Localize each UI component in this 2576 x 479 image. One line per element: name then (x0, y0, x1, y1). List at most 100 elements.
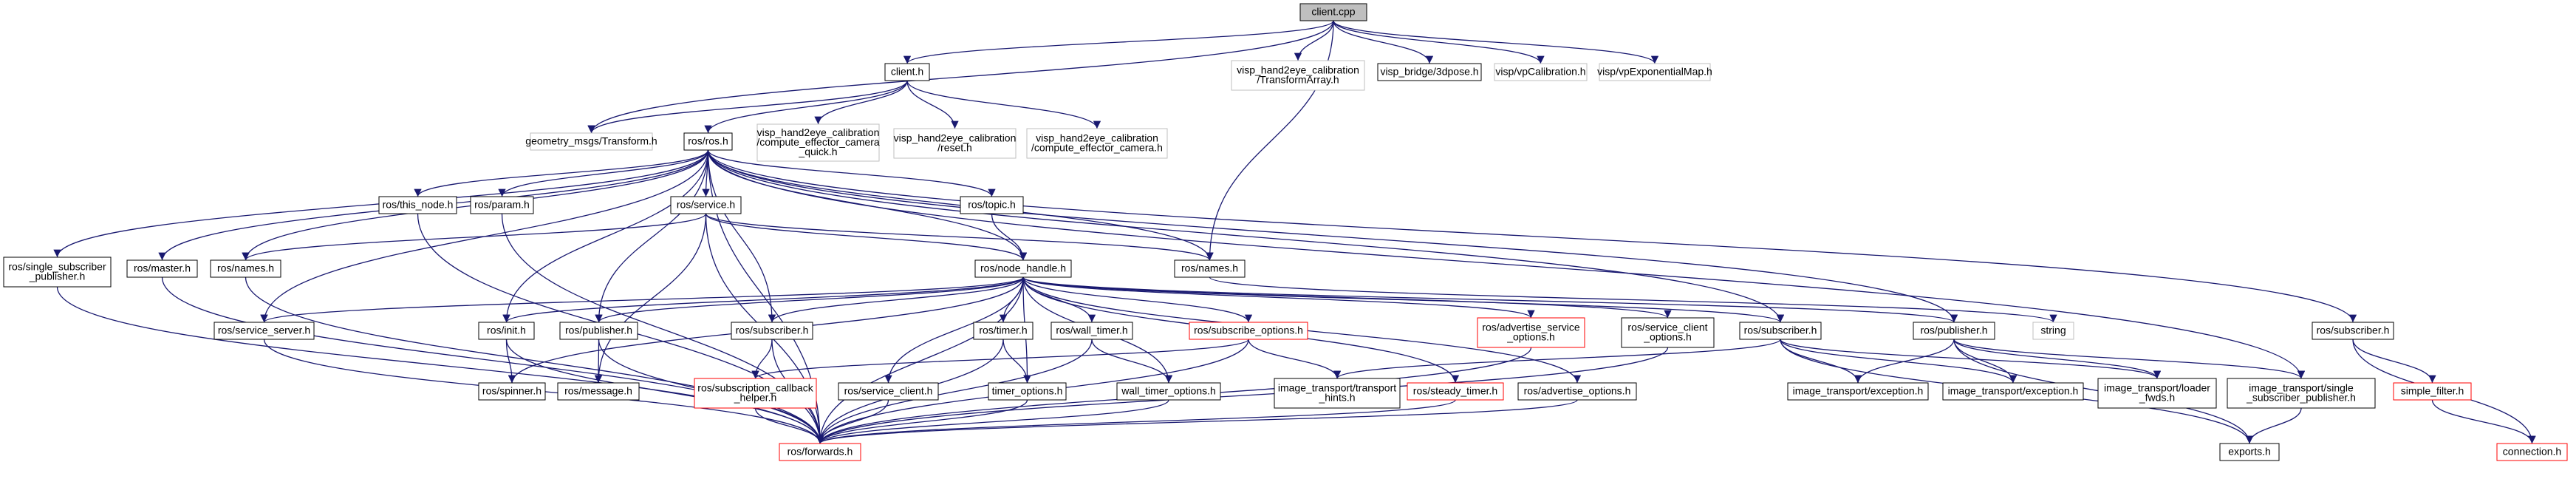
node-adv-service-opts[interactable]: ros/advertise_service_options.h (1477, 317, 1585, 348)
edge-ros_h-to-names_h_right (707, 149, 1214, 261)
node-message-h[interactable]: ros/message.h (557, 382, 640, 401)
node-box (3, 257, 112, 288)
node-label: image_transport/transport (1278, 382, 1396, 394)
node-wall-timer[interactable]: ros/wall_timer.h (1050, 322, 1133, 340)
node-timer-options[interactable]: timer_options.h (988, 382, 1067, 401)
node-label: string (2040, 325, 2066, 336)
node-subscribe-options[interactable]: ros/subscribe_options.h (1189, 322, 1308, 340)
node-compute-h[interactable]: visp_hand2eye_calibration/compute_effect… (1026, 128, 1168, 159)
node-client-cpp[interactable]: client.cpp (1299, 3, 1367, 21)
edge-steady_timer-to-forwards_h (816, 399, 1456, 444)
node-exports-h[interactable]: exports.h (2219, 443, 2280, 461)
edge-client_cpp-to-geom_transform (587, 20, 1334, 134)
node-box (1189, 322, 1308, 340)
node-names-h-left[interactable]: ros/names.h (210, 259, 281, 278)
node-box (1787, 382, 1929, 401)
node-label: _helper.h (734, 392, 777, 404)
node-this-node[interactable]: ros/this_node.h (378, 196, 457, 214)
node-exception-2[interactable]: image_transport/exception.h (1942, 382, 2084, 401)
edge-node_handle-to-it_publisher (1022, 276, 1958, 323)
node-topic-h[interactable]: ros/topic.h (960, 196, 1024, 214)
node-advertise-options[interactable]: ros/advertise_options.h (1517, 382, 1637, 401)
edge-init_h-to-forwards_h (505, 339, 824, 444)
edge-client_cpp-to-client_h (903, 20, 1334, 64)
node-wall-timer-options[interactable]: wall_timer_options.h (1116, 382, 1221, 401)
node-box (470, 196, 534, 214)
node-label: geometry_msgs/Transform.h (525, 135, 657, 147)
node-box (884, 63, 930, 81)
edge-advertise_options-to-forwards_h (816, 399, 1578, 444)
node-exception-1[interactable]: image_transport/exception.h (1787, 382, 1929, 401)
node-forwards-h[interactable]: ros/forwards.h (779, 443, 861, 461)
edge-client_cpp-to-vpexpmap (1333, 20, 1659, 64)
edge-client_h-to-reset_h (906, 80, 959, 129)
node-compute-quick[interactable]: visp_hand2eye_calibration/compute_effect… (756, 123, 880, 162)
node-box (838, 382, 939, 401)
node-init-h[interactable]: ros/init.h (478, 322, 535, 340)
node-service-h[interactable]: ros/service.h (670, 196, 742, 214)
node-service-client-h[interactable]: ros/service_client.h (838, 382, 939, 401)
node-transform-array[interactable]: visp_hand2eye_calibration/TransformArray… (1231, 60, 1365, 91)
node-names-h-right[interactable]: ros/names.h (1174, 259, 1246, 278)
node-spinner-h[interactable]: ros/spinner.h (478, 382, 546, 401)
node-box (530, 132, 653, 151)
node-steady-timer[interactable]: ros/steady_timer.h (1407, 382, 1504, 401)
node-param-h[interactable]: ros/param.h (470, 196, 534, 214)
node-sub-callback-helper[interactable]: ros/subscription_callback_helper.h (694, 378, 817, 409)
edge-node_handle-to-forwards_h (816, 276, 1024, 444)
node-label: ros/steady_timer.h (1413, 385, 1497, 397)
node-label: client.cpp (1311, 6, 1355, 18)
node-label: visp_bridge/3dpose.h (1380, 66, 1478, 78)
node-client-h[interactable]: client.h (884, 63, 930, 81)
node-string-node[interactable]: string (2032, 322, 2074, 340)
node-timer-h[interactable]: ros/timer.h (973, 322, 1034, 340)
node-subscriber-far[interactable]: ros/subscriber.h (2312, 322, 2394, 340)
node-label: ros/service.h (677, 199, 735, 211)
edge-node_handle-to-service_server (260, 276, 1024, 323)
node-reset-h[interactable]: visp_hand2eye_calibration/reset.h (893, 128, 1017, 159)
node-label: ros/param.h (474, 199, 530, 211)
node-bridge-3dpose[interactable]: visp_bridge/3dpose.h (1377, 63, 1482, 81)
node-it-single-sub-pub[interactable]: image_transport/single_subscriber_publis… (2227, 378, 2376, 409)
node-vpexpmap[interactable]: visp/vpExponentialMap.h (1597, 63, 1712, 81)
node-box (974, 259, 1072, 278)
node-it-publisher[interactable]: ros/publisher.h (1913, 322, 1995, 340)
edge-wall_timer-to-wall_timer_options (1091, 339, 1173, 384)
edge-it_publisher-to-exception_1 (1854, 339, 1955, 384)
node-publisher-h[interactable]: ros/publisher.h (559, 322, 638, 340)
node-label: ros/service_server.h (218, 325, 310, 336)
node-box (1494, 63, 1588, 81)
node-label: ros/init.h (487, 325, 526, 336)
node-master-h[interactable]: ros/master.h (126, 259, 198, 278)
node-ros-h[interactable]: ros/ros.h (683, 132, 733, 151)
node-box (1377, 63, 1482, 81)
node-vpcalib[interactable]: visp/vpCalibration.h (1494, 63, 1588, 81)
node-label: image_transport/exception.h (1793, 385, 1924, 397)
node-loader-fwds[interactable]: image_transport/loader_fwds.h (2097, 378, 2217, 409)
edge-node_handle-to-service_client_h (884, 276, 1024, 384)
node-subscriber-h[interactable]: ros/subscriber.h (731, 322, 813, 340)
edge-client_cpp-to-transform_array (1294, 20, 1334, 61)
node-label: ros/forwards.h (788, 446, 853, 458)
node-label: _subscriber_publisher.h (2246, 392, 2356, 404)
node-it-subscriber[interactable]: ros/subscriber.h (1739, 322, 1822, 340)
node-box (1517, 382, 1637, 401)
edge-it_publisher-to-exception_2 (1953, 339, 2018, 384)
node-label: simple_filter.h (2401, 385, 2464, 397)
node-simple-filter[interactable]: simple_filter.h (2393, 382, 2472, 401)
node-box (478, 382, 546, 401)
node-connection-h[interactable]: connection.h (2496, 443, 2568, 461)
node-label: ros/timer.h (979, 325, 1027, 336)
node-service-client-opts[interactable]: ros/service_client_options.h (1621, 317, 1715, 348)
node-geom-transform[interactable]: geometry_msgs/Transform.h (525, 132, 657, 151)
node-label: visp_hand2eye_calibration (757, 126, 880, 138)
node-transport-hints[interactable]: image_transport/transport_hints.h (1274, 378, 1401, 409)
node-single-sub-pub[interactable]: ros/single_subscriber_publisher.h (3, 257, 112, 288)
edge-service_h-to-node_handle (705, 213, 1028, 261)
edge-subscriber_far-to-simple_filter (2352, 339, 2436, 384)
node-service-server[interactable]: ros/service_server.h (213, 322, 315, 340)
node-node-handle[interactable]: ros/node_handle.h (974, 259, 1072, 278)
node-box (1026, 128, 1168, 159)
node-box (1231, 60, 1365, 91)
node-label: visp_hand2eye_calibration (894, 132, 1017, 144)
